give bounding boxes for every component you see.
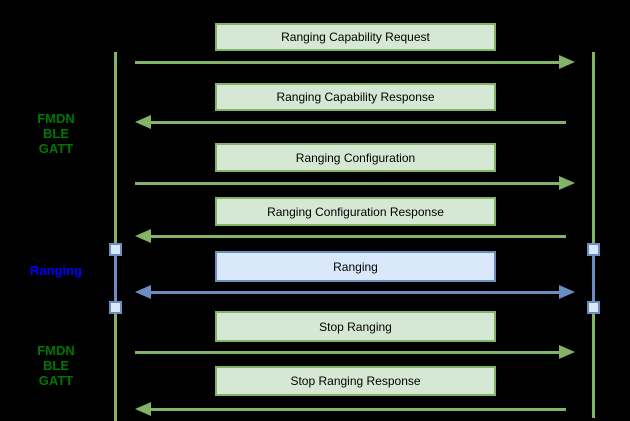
activation-marker-right-top	[587, 243, 600, 256]
arrow-left-icon	[135, 285, 151, 299]
arrow-right-icon	[559, 285, 575, 299]
arrow-line-response-3	[151, 408, 566, 411]
side-label-line: FMDN	[37, 343, 75, 358]
message-box-stop-ranging: Stop Ranging	[215, 311, 496, 342]
message-label: Stop Ranging Response	[290, 374, 421, 388]
arrow-line-response-1	[151, 121, 566, 124]
message-box-stop-ranging-response: Stop Ranging Response	[215, 366, 496, 396]
arrow-left-icon	[135, 229, 151, 243]
message-label: Ranging Configuration	[295, 150, 416, 165]
side-label-line: GATT	[38, 141, 74, 156]
activation-marker-right-bottom	[587, 301, 600, 314]
arrow-left-icon	[135, 402, 151, 416]
side-label-fmdn-ble-gatt-top: FMDN BLE GATT	[8, 111, 104, 156]
message-box-ranging-configuration-response: Ranging Configuration Response	[215, 197, 496, 226]
message-label: Ranging	[333, 259, 378, 274]
arrow-line-response-2	[151, 235, 566, 238]
arrow-right-icon	[559, 176, 575, 190]
side-label-line: GATT	[38, 373, 74, 388]
side-label-line: BLE	[43, 358, 69, 373]
message-label: Stop Ranging	[319, 319, 392, 334]
side-label-fmdn-ble-gatt-bottom: FMDN BLE GATT	[8, 343, 104, 388]
arrow-right-icon	[559, 55, 575, 69]
arrow-line-request-2	[135, 182, 559, 185]
arrow-line-request-1	[135, 61, 559, 64]
arrow-line-request-3	[135, 351, 559, 354]
activation-connector-left	[114, 250, 117, 308]
arrow-left-icon	[135, 115, 151, 129]
side-label-ranging: Ranging	[8, 263, 104, 278]
message-box-ranging-capability-request: Ranging Capability Request	[215, 23, 496, 51]
side-label-line: FMDN	[37, 111, 75, 126]
message-label: Ranging Configuration Response	[267, 204, 444, 219]
lifeline-left	[114, 52, 117, 421]
message-label: Ranging Capability Request	[281, 30, 430, 44]
message-box-ranging-capability-response: Ranging Capability Response	[215, 83, 496, 111]
activation-marker-left-top	[109, 243, 122, 256]
lifeline-right	[592, 52, 595, 418]
side-label-line: Ranging	[30, 263, 82, 278]
activation-connector-right	[592, 250, 595, 308]
message-box-ranging-configuration: Ranging Configuration	[215, 143, 496, 172]
message-box-ranging: Ranging	[215, 251, 496, 282]
message-label: Ranging Capability Response	[276, 90, 435, 104]
arrow-right-icon	[559, 345, 575, 359]
side-label-line: BLE	[43, 126, 69, 141]
activation-marker-left-bottom	[109, 301, 122, 314]
arrow-line-ranging	[151, 291, 559, 294]
